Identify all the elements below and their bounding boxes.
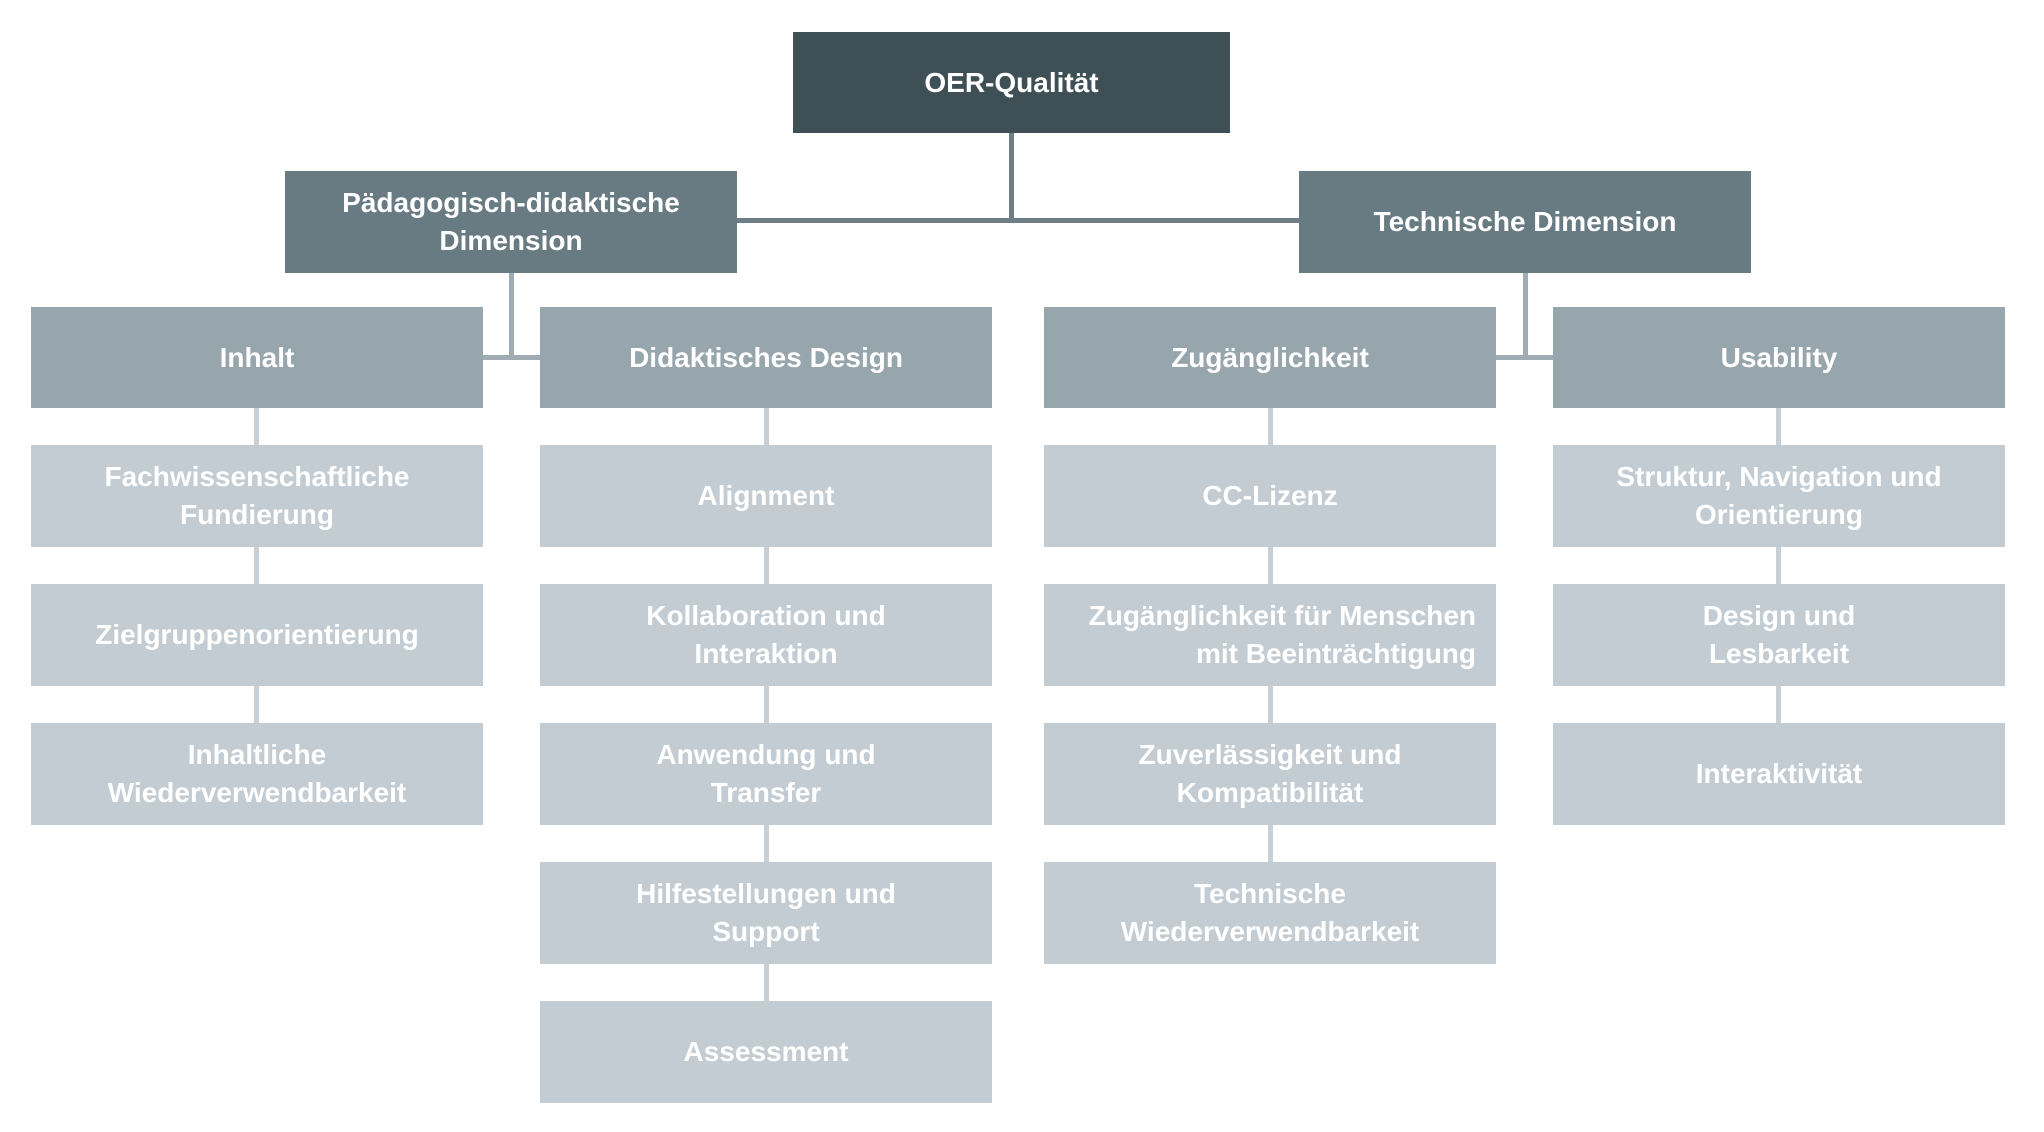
connector-col2-seg3 <box>1268 825 1273 862</box>
connector-dim0-horizontal <box>483 355 540 360</box>
node-inhalt: Inhalt <box>31 307 483 408</box>
node-usability: Usability <box>1553 307 2005 408</box>
connector-dim1-horizontal <box>1496 355 1553 360</box>
connector-col3-seg0 <box>1776 408 1781 445</box>
node-zuverlaessigkeit-und-kompatibilitaet: Zuverlässigkeit und Kompatibilität <box>1044 723 1496 825</box>
connector-col0-seg0 <box>254 408 259 445</box>
node-zugaenglichkeit: Zugänglichkeit <box>1044 307 1496 408</box>
node-interaktivitaet: Interaktivität <box>1553 723 2005 825</box>
node-zielgruppenorientierung: Zielgruppenorientierung <box>31 584 483 686</box>
node-technische-wiederverwendbarkeit: Technische Wiederverwendbarkeit <box>1044 862 1496 964</box>
node-cc-lizenz: CC-Lizenz <box>1044 445 1496 547</box>
node-fachwissenschaftliche-fundierung: Fachwissenschaftliche Fundierung <box>31 445 483 547</box>
node-design-und-lesbarkeit: Design und Lesbarkeit <box>1553 584 2005 686</box>
node-inhaltliche-wiederverwendbarkeit: Inhaltliche Wiederverwendbarkeit <box>31 723 483 825</box>
connector-col2-seg1 <box>1268 547 1273 584</box>
node-kollaboration-und-interaktion: Kollaboration und Interaktion <box>540 584 992 686</box>
node-paedagogisch-didaktische-dimension: Pädagogisch-didaktische Dimension <box>285 171 737 273</box>
connector-col3-seg1 <box>1776 547 1781 584</box>
node-zugaenglichkeit-fuer-menschen: Zugänglichkeit für Menschen mit Beeinträ… <box>1044 584 1496 686</box>
connector-root-vertical <box>1009 133 1014 223</box>
node-hilfestellungen-und-support: Hilfestellungen und Support <box>540 862 992 964</box>
connector-col1-seg0 <box>764 408 769 445</box>
node-alignment: Alignment <box>540 445 992 547</box>
connector-col0-seg1 <box>254 547 259 584</box>
connector-col1-seg2 <box>764 686 769 723</box>
node-anwendung-und-transfer: Anwendung und Transfer <box>540 723 992 825</box>
connector-col1-seg4 <box>764 964 769 1001</box>
connector-dim1-vertical <box>1523 273 1528 360</box>
connector-col3-seg2 <box>1776 686 1781 723</box>
node-didaktisches-design: Didaktisches Design <box>540 307 992 408</box>
connector-dim0-vertical <box>509 273 514 360</box>
node-struktur-navigation-orientierung: Struktur, Navigation und Orientierung <box>1553 445 2005 547</box>
node-oer-qualitaet: OER-Qualität <box>793 32 1230 133</box>
connector-root-horizontal <box>737 218 1299 223</box>
connector-col2-seg2 <box>1268 686 1273 723</box>
connector-col2-seg0 <box>1268 408 1273 445</box>
connector-col1-seg1 <box>764 547 769 584</box>
node-technische-dimension: Technische Dimension <box>1299 171 1751 273</box>
node-assessment: Assessment <box>540 1001 992 1103</box>
connector-col0-seg2 <box>254 686 259 723</box>
connector-col1-seg3 <box>764 825 769 862</box>
